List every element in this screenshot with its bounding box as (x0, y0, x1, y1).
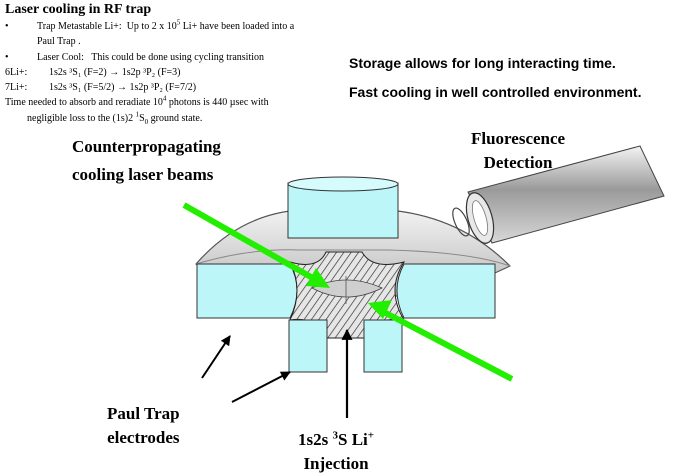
left-electrode (196, 263, 298, 319)
fluorescence-detector-icon (452, 145, 665, 244)
statement-storage: Storage allows for long interacting time… (349, 55, 616, 71)
top-endcap-electrode (287, 182, 399, 239)
paul-trap-label: Paul Trap electrodes (107, 404, 180, 447)
injection-label: 1s2s 3S Li+ Injection (298, 429, 375, 473)
arrow-paul-trap-left (201, 335, 231, 379)
note-time-cont: negligible loss to the (1s)2 1S0 ground … (27, 110, 203, 126)
right-electrode (396, 263, 496, 319)
top-endcap-cap (287, 176, 399, 192)
page-title: Laser cooling in RF trap (5, 2, 152, 17)
note-li7-transition: 7Li+:1s2s ³S₁ (F=5/2) → 1s2p ³P₂ (F=7/2) (5, 82, 197, 94)
fluorescence-label: Fluorescence Detection (471, 129, 566, 172)
note-item-laser-cool: •Laser Cool: This could be done using cy… (5, 51, 265, 63)
ring-electrode-rim (195, 249, 511, 267)
laser-beam-lower (380, 308, 514, 382)
statement-fast-cooling: Fast cooling in well controlled environm… (349, 84, 642, 100)
note-item-trap: •Trap Metastable Li+: Up to 2 x 105 Li+ … (5, 19, 365, 34)
note-li6-transition: 6Li+:1s2s ³S₁ (F=2) → 1s2p ³P₂ (F=3) (5, 66, 181, 78)
note-time: Time needed to absorb and reradiate 104 … (5, 95, 269, 109)
note-item-trap-cont: Paul Trap . (37, 36, 81, 48)
bottom-endcap-left (288, 319, 328, 373)
bottom-endcap-right (363, 319, 403, 373)
laser-beam-upper-head (306, 268, 330, 288)
notes-block: •Trap Metastable Li+: Up to 2 x 105 Li+ … (5, 19, 365, 126)
laser-beam-upper (182, 202, 320, 284)
bullet: • (5, 21, 9, 32)
counterpropagating-label: Counterpropagating cooling laser beams (72, 137, 221, 184)
arrow-paul-trap-bottom (231, 371, 291, 403)
trap-cavity-center (311, 279, 383, 298)
laser-beam-lower-head (368, 300, 392, 319)
